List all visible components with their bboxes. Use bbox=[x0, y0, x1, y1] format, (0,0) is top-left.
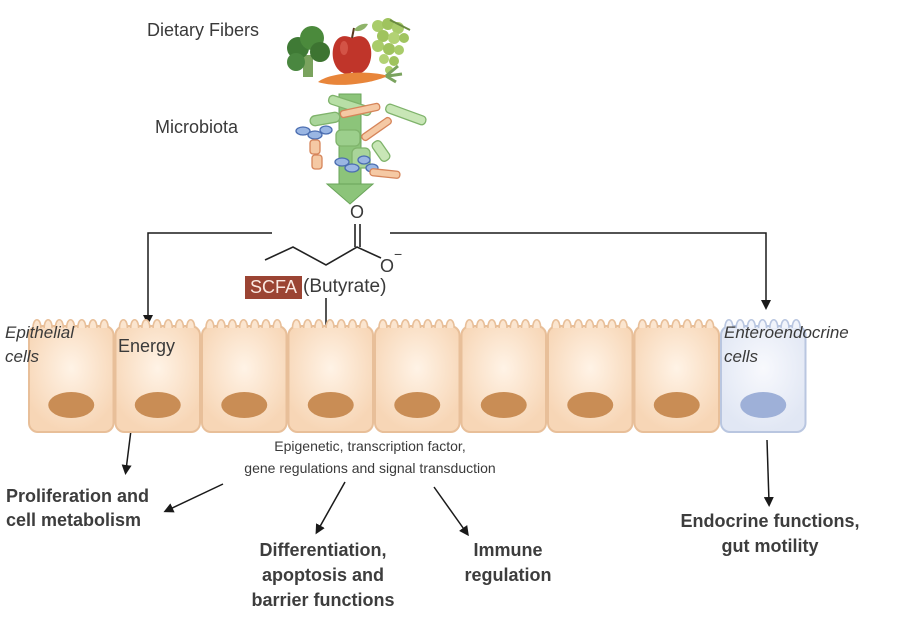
arrow-to-immune bbox=[433, 486, 469, 537]
apple-icon bbox=[332, 23, 372, 74]
enteroendocrine-cells-label: Enteroendocrine cells bbox=[724, 321, 849, 369]
microvilli bbox=[291, 318, 369, 329]
nucleus bbox=[307, 392, 354, 418]
oxygen-bottom-label: O bbox=[380, 256, 395, 276]
epithelial-cell-layer bbox=[28, 318, 807, 433]
differentiation-line1: Differentiation, bbox=[259, 540, 387, 560]
broccoli-icon bbox=[287, 26, 330, 77]
differentiation-line3: barrier functions bbox=[251, 590, 395, 610]
epithelial-cell bbox=[633, 318, 720, 433]
nucleus bbox=[480, 392, 527, 418]
energy-label: Energy bbox=[118, 336, 176, 356]
enteroendocrine-label-line2: cells bbox=[724, 347, 759, 366]
oxygen-top-label: O bbox=[350, 202, 365, 222]
immune-line2: regulation bbox=[464, 565, 552, 585]
scfa-badge: SCFA bbox=[245, 276, 303, 299]
arrow-to-energy bbox=[143, 232, 272, 325]
epithelial-label-line2: cells bbox=[5, 347, 40, 366]
nucleus bbox=[48, 392, 95, 418]
epithelial-cell bbox=[287, 318, 374, 433]
mechanism-line1: Epigenetic, transcription factor, bbox=[274, 438, 466, 454]
endocrine-line1: Endocrine functions, bbox=[680, 511, 860, 531]
epithelial-cells-label: Epithelial cells bbox=[5, 321, 74, 369]
microvilli bbox=[637, 318, 715, 329]
epithelial-cell bbox=[460, 318, 547, 433]
microvilli bbox=[118, 318, 196, 329]
nucleus bbox=[134, 392, 181, 418]
microvilli bbox=[551, 318, 628, 329]
microbiota-bacteria-icon bbox=[295, 94, 427, 179]
nucleus bbox=[394, 392, 441, 418]
nucleus bbox=[221, 392, 268, 418]
nucleus bbox=[740, 392, 787, 418]
dietary-fibers-food-icon bbox=[287, 18, 411, 85]
proliferation-line2: cell metabolism bbox=[6, 510, 142, 530]
arrow-to-enteroendocrine bbox=[390, 232, 771, 310]
charge-label: − bbox=[394, 246, 403, 262]
microvilli bbox=[205, 318, 282, 329]
dietary-fibers-label: Dietary Fibers bbox=[147, 20, 260, 40]
differentiation-outcome: Differentiation, apoptosis and barrier f… bbox=[228, 538, 418, 613]
microvilli bbox=[724, 318, 801, 329]
arrow-to-endocrine bbox=[763, 439, 774, 507]
proliferation-outcome: Proliferation and cell metabolism bbox=[6, 484, 149, 532]
proliferation-line1: Proliferation and bbox=[6, 486, 150, 506]
nucleus bbox=[653, 392, 700, 418]
arrow-to-proliferation bbox=[163, 483, 224, 513]
butyrate-label: (Butyrate) bbox=[303, 276, 387, 297]
butyrate-structure bbox=[264, 224, 382, 266]
differentiation-line2: apoptosis and bbox=[261, 565, 384, 585]
epithelial-cell bbox=[547, 318, 634, 433]
epithelial-cell bbox=[28, 318, 115, 433]
immune-line1: Immune bbox=[473, 540, 543, 560]
microbiota-label: Microbiota bbox=[155, 117, 239, 137]
epithelial-label-line1: Epithelial bbox=[5, 323, 74, 342]
epithelial-cell bbox=[201, 318, 288, 433]
mechanism-line2: gene regulations and signal transduction bbox=[244, 460, 496, 476]
microvilli bbox=[464, 318, 542, 329]
grapes-icon bbox=[372, 18, 411, 74]
endocrine-outcome: Endocrine functions, gut motility bbox=[660, 509, 880, 559]
nucleus bbox=[567, 392, 614, 418]
arrow-to-differentiation bbox=[315, 481, 346, 535]
microvilli bbox=[32, 318, 109, 329]
carrot-icon bbox=[318, 64, 403, 85]
endocrine-line2: gut motility bbox=[721, 536, 819, 556]
epithelial-cell bbox=[114, 318, 201, 433]
enteroendocrine-label-line1: Enteroendocrine bbox=[724, 323, 849, 342]
microvilli bbox=[378, 318, 455, 329]
enteroendocrine-cell bbox=[720, 318, 807, 433]
immune-outcome: Immune regulation bbox=[448, 538, 568, 588]
epithelial-cell bbox=[374, 318, 461, 433]
mechanism-label: Epigenetic, transcription factor, gene r… bbox=[190, 435, 550, 479]
